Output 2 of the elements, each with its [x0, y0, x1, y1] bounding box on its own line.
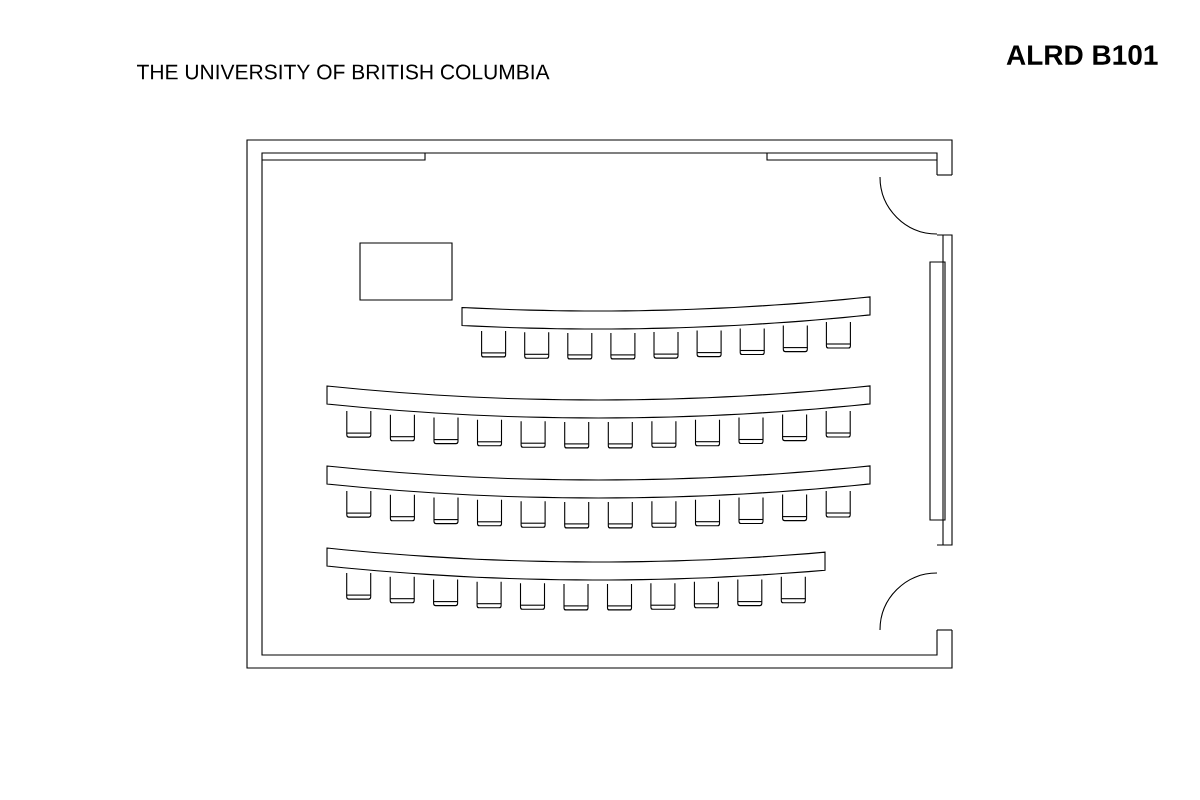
letterhead-text: THE UNIVERSITY OF BRITISH COLUMBIA — [137, 64, 550, 80]
room-title: ALRD B101 — [1006, 45, 1158, 65]
